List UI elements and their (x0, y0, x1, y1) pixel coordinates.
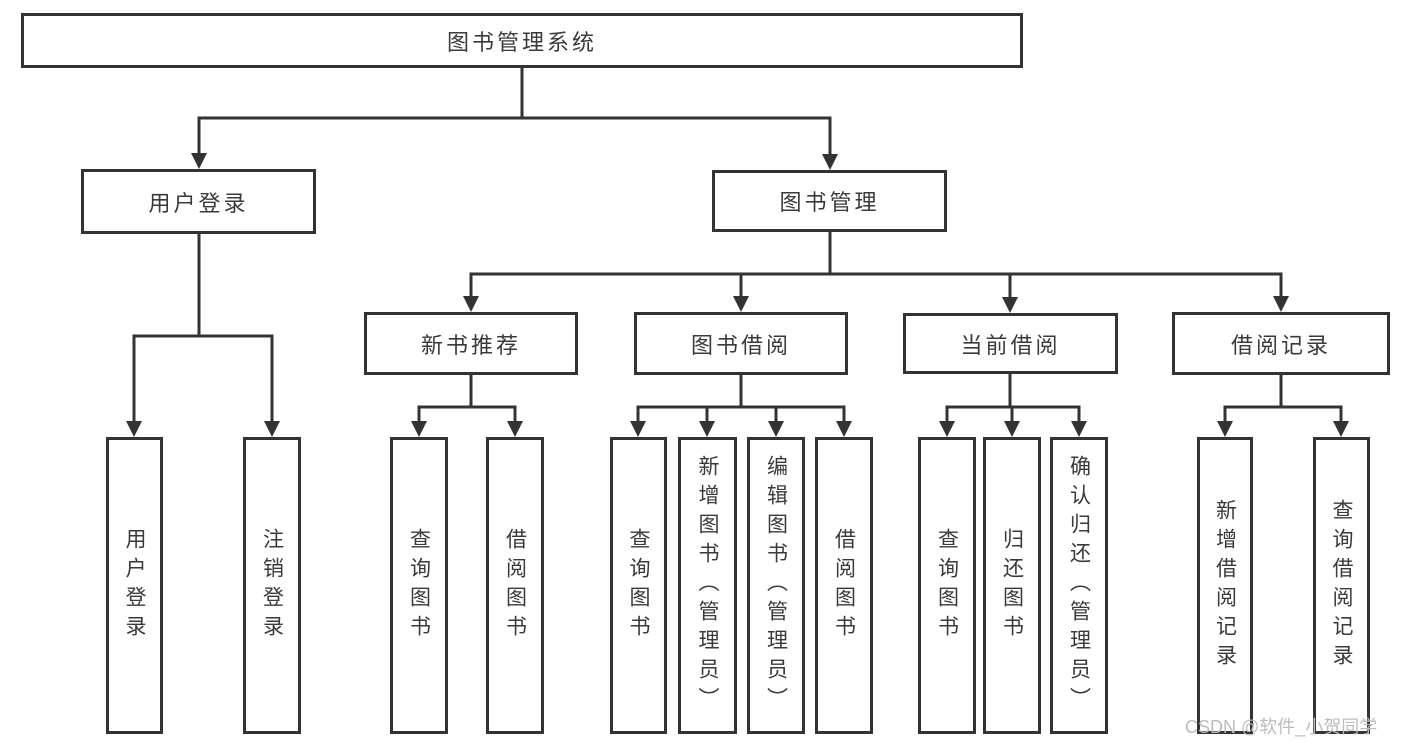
leaf-label: 编辑图书（管理员） (764, 455, 788, 716)
leaf-label: 归还图书 (1000, 527, 1024, 644)
leaf-query-books-recommend: 查询图书 (390, 437, 448, 734)
node-new-book-recommend: 新书推荐 (364, 312, 578, 375)
node-book-management-branch: 图书管理 (712, 170, 947, 232)
leaf-label: 查询图书 (627, 527, 650, 644)
leaf-label: 借阅图书 (503, 527, 527, 644)
leaf-label: 用户登录 (123, 527, 146, 644)
leaf-label: 查询借阅记录 (1330, 498, 1353, 673)
leaf-label: 新增借阅记录 (1213, 498, 1237, 673)
node-current-borrowing: 当前借阅 (903, 313, 1118, 374)
leaf-add-borrow-record: 新增借阅记录 (1197, 437, 1253, 734)
leaf-borrow-books: 借阅图书 (815, 437, 873, 734)
node-user-login-branch: 用户登录 (81, 169, 316, 234)
leaf-label: 借阅图书 (832, 527, 856, 644)
leaf-query-books-borrow: 查询图书 (610, 437, 667, 734)
leaf-return-books: 归还图书 (983, 437, 1041, 734)
leaf-query-books-current: 查询图书 (918, 437, 976, 734)
leaf-confirm-return-admin: 确认归还（管理员） (1050, 437, 1108, 734)
node-root-library-system: 图书管理系统 (21, 13, 1023, 68)
leaf-user-login: 用户登录 (106, 437, 163, 734)
node-book-borrowing: 图书借阅 (634, 312, 848, 375)
leaf-edit-book-admin: 编辑图书（管理员） (747, 437, 805, 734)
leaf-logout: 注销登录 (243, 437, 301, 734)
csdn-watermark: CSDN @软件_小贺同学 (1185, 717, 1378, 737)
leaf-label: 注销登录 (260, 527, 284, 644)
leaf-add-book-admin: 新增图书（管理员） (678, 437, 737, 734)
node-borrowing-records: 借阅记录 (1172, 312, 1390, 375)
leaf-query-borrow-record: 查询借阅记录 (1313, 437, 1370, 734)
leaf-label: 查询图书 (935, 527, 959, 644)
leaf-label: 新增图书（管理员） (696, 455, 719, 716)
leaf-borrow-books-recommend: 借阅图书 (486, 437, 544, 734)
leaf-label: 查询图书 (407, 527, 431, 644)
leaf-label: 确认归还（管理员） (1067, 455, 1091, 716)
